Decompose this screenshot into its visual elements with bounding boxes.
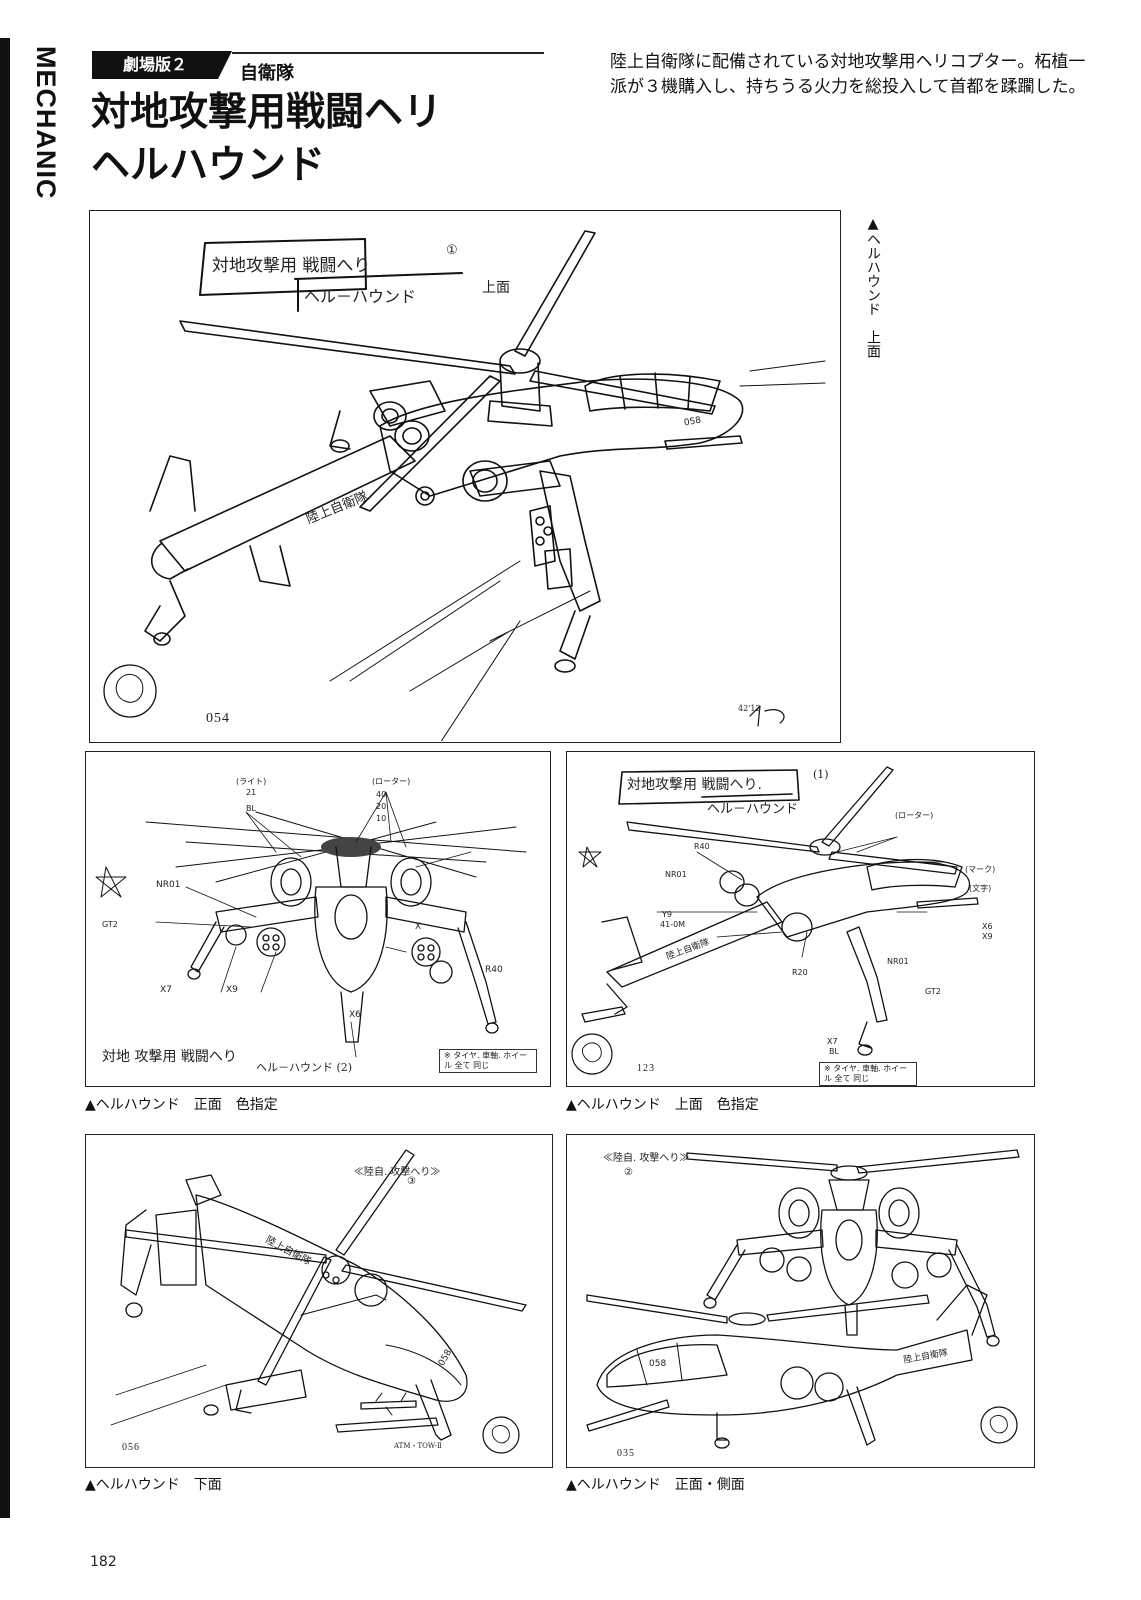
sheet-number: 054 — [206, 711, 230, 726]
label-x9: X9 — [982, 932, 993, 941]
label-code-10: 10 — [376, 814, 387, 823]
handwritten-circle-number: ② — [624, 1167, 633, 1178]
label-41-0m: 41-0M — [660, 920, 686, 929]
label-light: (ライト) — [236, 777, 267, 786]
caption-top-view: ▲ヘルハウンド 上面 — [865, 216, 881, 358]
caption-front-color: ▲ヘルハウンド 正面 色指定 — [85, 1097, 278, 1113]
label-nr01-b: NR01 — [887, 957, 909, 966]
handwritten-name: ヘル－ハウンド (2) — [256, 1061, 353, 1074]
unit-label: 自衛隊 — [240, 63, 294, 84]
label-gt2: GT2 — [925, 987, 941, 996]
panel-front-color: (ライト) (ローター) 21 BL 40 20 10 NR01 GT2 X7 … — [85, 751, 551, 1087]
label-code-20: 20 — [376, 802, 387, 811]
sheet-number: 123 — [637, 1063, 655, 1074]
label-x7: X7 — [827, 1037, 838, 1046]
handwritten-title: 対地攻撃用 戦闘へり — [212, 256, 371, 276]
missile-label: ATM・TOW-Ⅱ — [394, 1442, 442, 1450]
handwritten-title: 対地攻撃用 戦闘へり. — [627, 777, 762, 793]
note-box: ※ タイヤ. 車軸. ホイール 全て 同じ — [439, 1049, 537, 1073]
helicopter-bottom-drawing — [110, 1149, 527, 1454]
label-code-21: 21 — [246, 788, 257, 797]
label-r40: R40 — [694, 842, 710, 851]
description: 陸上自衛隊に配備されている対地攻撃用ヘリコプター。柘植一派が３機購入し、持ちうる… — [610, 52, 1086, 97]
handwritten-circle-number: ③ — [407, 1176, 416, 1187]
film-tag-label: 劇場版２ — [122, 55, 187, 74]
label-rotor: (ローター) — [372, 777, 411, 786]
label-code-40: 40 — [376, 790, 387, 799]
label-code-gt2: GT2 — [102, 920, 118, 929]
label-code-nr01: NR01 — [156, 880, 181, 890]
page-number: 182 — [90, 1554, 117, 1570]
title-line-1: 対地攻撃用戦闘ヘリ — [91, 90, 443, 135]
title-line-2: ヘルハウンド — [91, 143, 326, 188]
page-title: 対地攻撃用戦闘ヘリ ヘルハウンド — [91, 86, 442, 192]
handwritten-title: ≪陸自. 攻撃へり≫ — [603, 1153, 690, 1164]
film-tag: 劇場版２ — [92, 51, 232, 79]
caption-front-side: ▲ヘルハウンド 正面・側面 — [566, 1477, 745, 1493]
handwritten-circle-number: ① — [446, 243, 458, 258]
handwritten-title: ≪陸自. 攻撃へり≫ — [354, 1167, 441, 1178]
label-code-x: X — [415, 922, 422, 932]
label-bl: BL — [829, 1047, 839, 1056]
section-bar — [0, 38, 10, 1518]
header-rule — [232, 52, 544, 54]
label-y9: Y9 — [662, 910, 672, 919]
label-nr01: NR01 — [665, 870, 687, 879]
label-code-x7: X7 — [160, 985, 172, 995]
note-box: ※ タイヤ. 車軸. ホイール 全て 同じ — [819, 1062, 917, 1086]
handwritten-circle-number: (1) — [813, 768, 829, 781]
hull-number: 058 — [649, 1359, 667, 1369]
label-mark: (マーク) — [965, 865, 996, 874]
section-label: MECHANIC — [31, 46, 61, 200]
handwritten-title: 対地 攻撃用 戦闘へり — [102, 1049, 237, 1065]
label-code-r40: R40 — [485, 965, 503, 975]
panel-front-side: ≪陸自. 攻撃へり≫ ② 陸上自衛隊 058 035 — [566, 1134, 1035, 1468]
panel-bottom-view: ≪陸自. 攻撃へり≫ ③ 陸上自衛隊 058 ATM・TOW-Ⅱ 056 — [85, 1134, 553, 1468]
section-tab — [0, 38, 22, 1518]
panel-top-color: 対地攻撃用 戦闘へり. (1) ヘル－ハウンド (ローター) (マーク) (文字… — [566, 751, 1035, 1087]
label-code-bl: BL — [246, 804, 256, 813]
label-rotor: (ローター) — [895, 811, 934, 820]
handwritten-name: ヘル－ハウンド — [304, 287, 417, 306]
film-tag-shape — [92, 51, 232, 79]
sheet-number: 056 — [122, 1442, 140, 1453]
signature: 42'12 — [738, 704, 761, 713]
label-letter: (文字) — [969, 884, 992, 893]
handwritten-name: ヘル－ハウンド — [707, 802, 799, 817]
helicopter-front-drawing — [95, 791, 527, 1058]
label-r20: R20 — [792, 968, 808, 977]
helicopter-top-color-drawing — [571, 766, 979, 1075]
caption-bottom-view: ▲ヘルハウンド 下面 — [85, 1477, 222, 1493]
helicopter-top-drawing — [103, 230, 826, 741]
handwritten-view: 上面 — [482, 280, 510, 296]
sheet-number: 035 — [617, 1448, 635, 1459]
panel-top-view: 対地攻撃用 戦闘へり ① ヘル－ハウンド 上面 陸上自衛隊 058 054 42… — [89, 210, 841, 743]
caption-top-color: ▲ヘルハウンド 上面 色指定 — [566, 1097, 759, 1113]
label-x6: X6 — [982, 922, 993, 931]
label-code-x6: X6 — [349, 1010, 361, 1020]
helicopter-front-side-drawing — [586, 1149, 1020, 1449]
label-code-x9: X9 — [226, 985, 238, 995]
